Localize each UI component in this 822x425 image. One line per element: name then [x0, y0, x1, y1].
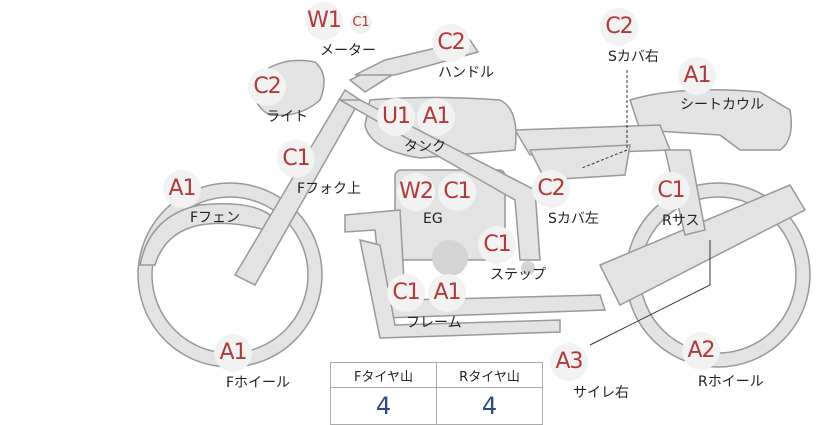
grade-muffler-right: A3	[550, 343, 588, 381]
frame-lower-shape	[359, 238, 561, 339]
grade-r-suspension: C1	[652, 172, 690, 210]
muffler-shape	[598, 184, 807, 307]
label-s-cover-right: Sカバ右	[608, 49, 659, 65]
label-f-wheel: Fホイール	[226, 375, 291, 391]
leader-line-s-cover-right	[581, 70, 628, 169]
grade-step: C1	[478, 226, 516, 264]
grade-frame-1: C1	[387, 274, 425, 312]
label-muffler-right: サイレ右	[573, 385, 629, 401]
label-tank: タンク	[404, 139, 446, 155]
tyre-tread-table: Fタイヤ山 Rタイヤ山 4 4	[330, 362, 543, 425]
grade-s-cover-right: C2	[600, 8, 638, 46]
label-f-fork-upper: Fフォク上	[297, 181, 362, 197]
value-r-tyre: 4	[436, 387, 543, 425]
grade-f-fork-upper: C1	[277, 140, 315, 178]
label-r-suspension: Rサス	[662, 213, 700, 229]
grade-light: C2	[248, 68, 286, 106]
grade-meter-1: W1	[305, 2, 343, 40]
main-frame-shape	[337, 99, 541, 261]
label-handle: ハンドル	[438, 65, 494, 81]
grade-engine-2: C1	[438, 173, 476, 211]
label-frame: フレーム	[406, 315, 462, 331]
label-seat-cowl: シートカウル	[680, 97, 764, 113]
label-light: ライト	[266, 109, 308, 125]
label-f-fender: Fフェン	[190, 210, 241, 226]
grade-s-cover-left: C2	[532, 170, 570, 208]
grade-tank-2: A1	[417, 98, 455, 136]
value-f-tyre: 4	[330, 387, 437, 425]
label-meter: メーター	[320, 43, 376, 59]
label-s-cover-left: Sカバ左	[548, 211, 599, 227]
grade-seat-cowl: A1	[678, 57, 716, 95]
grade-tank-1: U1	[377, 98, 415, 136]
seat-cowl-shape	[629, 89, 792, 151]
grade-r-wheel: A2	[682, 332, 720, 370]
label-r-wheel: Rホイール	[698, 374, 764, 390]
grade-f-wheel: A1	[214, 334, 252, 372]
header-f-tyre: Fタイヤ山	[330, 362, 437, 388]
label-engine: EG	[423, 211, 443, 227]
grade-meter-2: C1	[350, 12, 372, 34]
header-r-tyre: Rタイヤ山	[436, 362, 543, 388]
label-step: ステップ	[490, 267, 546, 283]
front-fork-shape	[233, 88, 361, 286]
grade-frame-2: A1	[428, 274, 466, 312]
leader-line-muffler-right	[589, 240, 711, 346]
exhaust-shape	[344, 209, 607, 319]
grade-f-fender: A1	[163, 170, 201, 208]
grade-engine-1: W2	[397, 173, 435, 211]
grade-handle: C2	[432, 24, 470, 62]
